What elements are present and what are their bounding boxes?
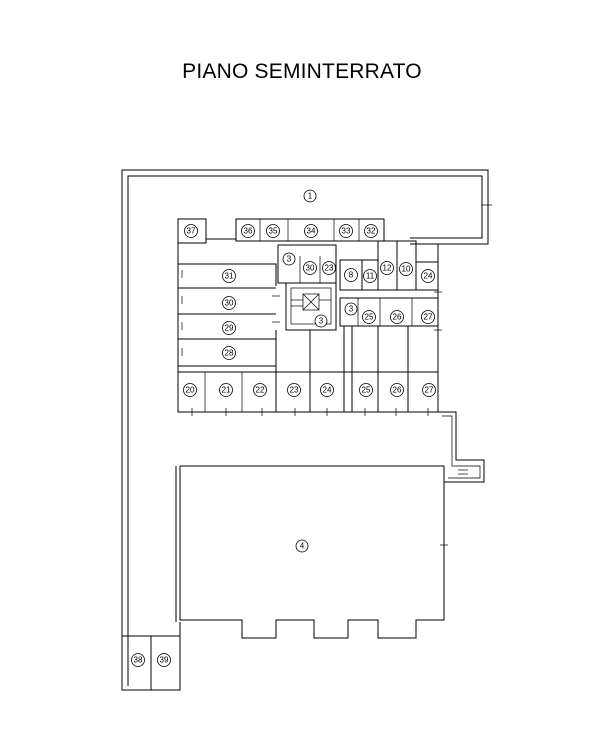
- unit-label-25b: 25: [359, 383, 373, 397]
- svg-text:11: 11: [366, 272, 375, 281]
- page-title: PIANO SEMINTERRATO: [182, 60, 422, 83]
- svg-text:34: 34: [307, 227, 316, 236]
- svg-text:3: 3: [349, 305, 354, 314]
- svg-text:21: 21: [222, 386, 231, 395]
- unit-label-37: 37: [184, 224, 198, 238]
- svg-text:26: 26: [393, 313, 402, 322]
- svg-text:8: 8: [349, 271, 354, 280]
- svg-text:3: 3: [287, 255, 292, 264]
- garage-block: [177, 218, 442, 416]
- unit-label-12: 12: [380, 261, 394, 275]
- svg-text:12: 12: [383, 264, 392, 273]
- svg-text:37: 37: [187, 227, 196, 236]
- svg-text:39: 39: [160, 656, 169, 665]
- unit-label-29: 29: [222, 321, 236, 335]
- svg-text:4: 4: [300, 542, 305, 551]
- unit-label-23a: 23: [322, 261, 336, 275]
- unit-label-20: 20: [183, 383, 197, 397]
- unit-label-39: 39: [157, 653, 171, 667]
- svg-text:22: 22: [256, 386, 265, 395]
- svg-text:24: 24: [424, 272, 433, 281]
- unit-label-1: 1: [303, 189, 317, 203]
- unit-label-4: 4: [295, 539, 309, 553]
- svg-text:31: 31: [225, 272, 234, 281]
- unit-label-24a: 24: [421, 269, 435, 283]
- unit-label-3c: 3: [314, 314, 328, 328]
- unit-label-3b: 3: [344, 302, 358, 316]
- svg-text:36: 36: [244, 227, 253, 236]
- unit-label-3a: 3: [282, 252, 296, 266]
- svg-text:24: 24: [323, 386, 332, 395]
- svg-text:30: 30: [306, 264, 315, 273]
- unit-label-30a: 30: [303, 261, 317, 275]
- svg-text:3: 3: [319, 317, 324, 326]
- unit-label-36: 36: [241, 224, 255, 238]
- unit-label-23b: 23: [287, 383, 301, 397]
- unit-label-34: 34: [304, 224, 318, 238]
- svg-text:23: 23: [325, 264, 334, 273]
- svg-text:1: 1: [308, 192, 313, 201]
- svg-text:27: 27: [425, 386, 434, 395]
- unit-label-24b: 24: [320, 383, 334, 397]
- svg-text:25: 25: [362, 386, 371, 395]
- svg-text:29: 29: [225, 324, 234, 333]
- unit-label-33: 33: [339, 224, 353, 238]
- svg-text:23: 23: [290, 386, 299, 395]
- svg-text:26: 26: [393, 386, 402, 395]
- unit-label-28: 28: [222, 346, 236, 360]
- unit-label-26a: 26: [390, 310, 404, 324]
- svg-text:30: 30: [225, 299, 234, 308]
- svg-text:10: 10: [402, 265, 411, 274]
- svg-text:33: 33: [342, 227, 351, 236]
- outer-walls: [121, 169, 492, 691]
- svg-text:20: 20: [186, 386, 195, 395]
- large-area: [175, 465, 448, 639]
- svg-text:28: 28: [225, 349, 234, 358]
- unit-label-10: 10: [399, 262, 413, 276]
- unit-label-27b: 27: [422, 383, 436, 397]
- unit-label-30b: 30: [222, 296, 236, 310]
- svg-text:27: 27: [424, 313, 433, 322]
- unit-label-8: 8: [344, 268, 358, 282]
- svg-text:35: 35: [269, 227, 278, 236]
- svg-text:25: 25: [365, 313, 374, 322]
- svg-text:38: 38: [134, 656, 143, 665]
- unit-label-22: 22: [253, 383, 267, 397]
- unit-label-31: 31: [222, 269, 236, 283]
- unit-label-26b: 26: [390, 383, 404, 397]
- svg-text:32: 32: [367, 227, 376, 236]
- unit-label-11: 11: [363, 269, 377, 283]
- unit-label-21: 21: [219, 383, 233, 397]
- unit-label-38: 38: [131, 653, 145, 667]
- side-ramp: [438, 411, 485, 483]
- unit-label-35: 35: [266, 224, 280, 238]
- unit-label-25a: 25: [362, 310, 376, 324]
- unit-label-32: 32: [364, 224, 378, 238]
- unit-label-27a: 27: [421, 310, 435, 324]
